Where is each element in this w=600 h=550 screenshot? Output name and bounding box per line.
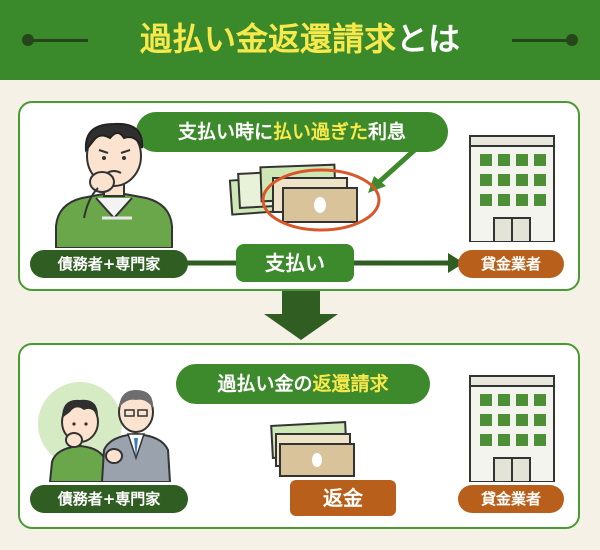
lender-building-icon (469, 135, 555, 242)
lender-building-icon-bottom (469, 375, 555, 482)
callout-highlight: 払い過ぎた (272, 121, 368, 143)
callout-pointer-line (376, 145, 420, 185)
title-suffix: とは (396, 20, 461, 58)
callout-suffix: 利息 (368, 121, 407, 143)
overpaid-highlight-circle (261, 168, 381, 232)
title-banner: 過払い金返還請求とは (0, 0, 600, 80)
callout-pointer-head (368, 176, 386, 193)
decor-line-left (28, 39, 88, 42)
title-highlight: 過払い金返還請求 (139, 20, 396, 58)
decor-dot-right (566, 34, 578, 46)
down-arrow-head (264, 314, 338, 340)
debtor-label-top: 債務者+専門家 (30, 250, 188, 278)
callout-prefix: 支払い時に (177, 121, 273, 143)
refund-label: 返金 (290, 480, 396, 516)
callout-prefix-bottom: 過払い金の (217, 373, 313, 395)
overpaid-interest-callout: 支払い時に払い過ぎた利息 (136, 112, 448, 152)
money-stack-illustration (228, 163, 381, 232)
payment-flow-arrowhead (448, 253, 464, 273)
payment-label: 支払い (236, 244, 354, 282)
debtor-label-bottom: 債務者+専門家 (30, 485, 188, 513)
decor-line-right (512, 39, 572, 42)
worried-person-illustration (55, 122, 173, 248)
decor-dot-left (22, 34, 34, 46)
callout-highlight-bottom: 返還請求 (312, 373, 389, 395)
debtor-and-lawyer-illustration (38, 382, 172, 482)
refund-money-illustration (270, 421, 355, 477)
refund-request-callout: 過払い金の返還請求 (176, 364, 430, 404)
lender-label-bottom: 貸金業者 (458, 485, 564, 513)
lender-label-top: 貸金業者 (458, 250, 564, 278)
page-title: 過払い金返還請求とは (0, 12, 600, 66)
down-arrow-shaft (282, 291, 320, 315)
